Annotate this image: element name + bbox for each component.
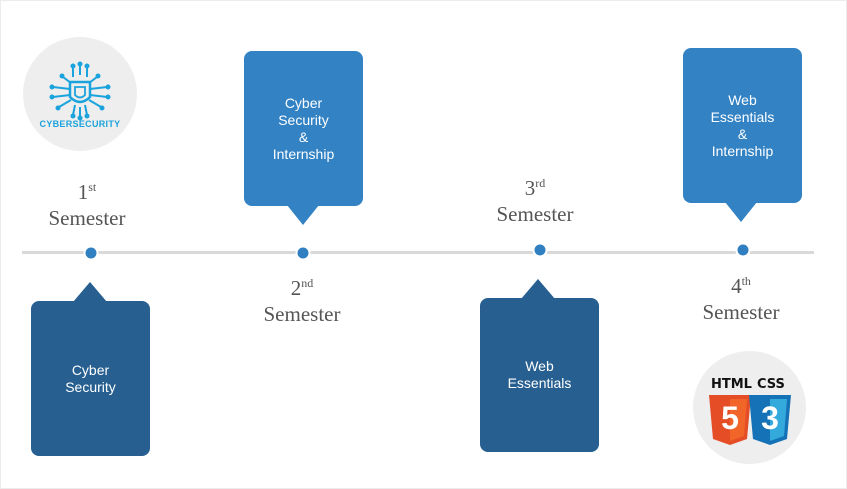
semester-label-2: 2nd Semester — [232, 276, 372, 328]
course-box-cyber-security: Cyber Security — [31, 301, 150, 456]
css3-shield-icon — [749, 395, 791, 445]
course-label-cyber-security-internship: Cyber Security & Internship — [272, 94, 335, 162]
semester-number-1: 1 — [77, 180, 89, 204]
cybersecurity-logo: CYBERSECURITY — [23, 37, 137, 151]
timeline-dot-4 — [735, 242, 751, 258]
course-label-web-essentials-internship: Web Essentials & Internship — [710, 91, 775, 159]
callout-arrow-web-essentials-internship — [725, 202, 757, 222]
timeline-line — [22, 251, 814, 254]
semester-word-3: Semester — [496, 202, 574, 226]
html-css-logo: HTML CSS 5 3 — [693, 351, 806, 464]
semester-suffix-4: th — [741, 274, 751, 288]
semester-label-1: 1st Semester — [17, 180, 157, 232]
html-logo-text: HTML — [711, 377, 752, 392]
timeline-dot-1 — [83, 245, 99, 261]
timeline-dot-3 — [532, 242, 548, 258]
semester-number-2: 2 — [290, 276, 302, 300]
semester-suffix-1: st — [88, 180, 97, 194]
semester-suffix-2: nd — [301, 276, 314, 290]
course-box-web-essentials-internship: Web Essentials & Internship — [683, 48, 802, 203]
timeline-dot-2 — [295, 245, 311, 261]
circuit-shield-icon — [49, 61, 111, 121]
semester-word-1: Semester — [48, 206, 126, 230]
semester-word-4: Semester — [702, 300, 780, 324]
callout-arrow-cyber-security — [73, 282, 107, 302]
semester-suffix-3: rd — [535, 176, 546, 190]
course-box-web-essentials: Web Essentials — [480, 298, 599, 452]
html5-number: 5 — [721, 400, 739, 436]
semester-label-3: 3rd Semester — [465, 176, 605, 228]
semester-label-4: 4th Semester — [671, 274, 811, 326]
callout-arrow-cyber-security-internship — [287, 205, 319, 225]
css-logo-text: CSS — [757, 377, 785, 392]
course-label-cyber-security: Cyber Security — [65, 361, 116, 395]
cybersecurity-logo-text: CYBERSECURITY — [39, 119, 121, 129]
semester-word-2: Semester — [263, 302, 341, 326]
course-box-cyber-security-internship: Cyber Security & Internship — [244, 51, 363, 206]
css3-number: 3 — [761, 400, 779, 436]
course-label-web-essentials: Web Essentials — [507, 358, 572, 391]
semester-number-3: 3 — [524, 176, 536, 200]
semester-number-4: 4 — [731, 274, 742, 298]
callout-arrow-web-essentials — [521, 279, 555, 299]
html5-shield-icon — [709, 395, 751, 445]
